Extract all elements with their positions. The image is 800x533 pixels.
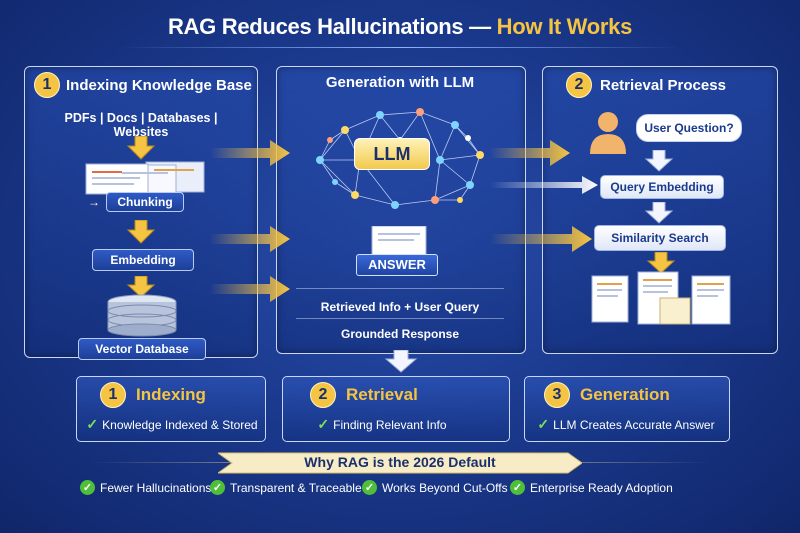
generation-heading-with: with LLM bbox=[409, 74, 475, 91]
title-main: RAG Reduces Hallucinations — bbox=[167, 14, 497, 39]
check-icon: ✓ bbox=[317, 416, 330, 432]
down-arrow-icon bbox=[644, 150, 674, 172]
step-card-retrieval-header: 2 Retrieval bbox=[310, 382, 418, 408]
down-arrow-icon bbox=[126, 276, 156, 298]
database-icon bbox=[107, 294, 177, 337]
check-icon: ✓ bbox=[537, 416, 550, 432]
step-desc: ✓Knowledge Indexed & Stored bbox=[82, 416, 262, 433]
step-card-indexing-header: 1 Indexing bbox=[100, 382, 206, 408]
generation-heading-main: Generation bbox=[325, 74, 410, 91]
step-desc: ✓LLM Creates Accurate Answer bbox=[524, 416, 728, 433]
benefit-label: Fewer Hallucinations bbox=[100, 480, 212, 495]
step-title: Retrieval bbox=[346, 385, 418, 404]
chunking-label: Chunking bbox=[106, 192, 184, 212]
chunking-arrow-icon: → bbox=[88, 195, 100, 209]
down-arrow-icon bbox=[646, 252, 676, 274]
retrieved-documents-icon bbox=[591, 271, 731, 325]
step-title: Indexing bbox=[136, 385, 206, 404]
indexing-heading: Indexing Knowledge Base bbox=[66, 76, 252, 94]
indexing-header: 1 Indexing Knowledge Base bbox=[34, 72, 252, 98]
vector-database-label: Vector Database bbox=[78, 338, 206, 360]
generation-heading: Generation with LLM bbox=[276, 74, 524, 91]
retrieval-header: 2 Retrieval Process bbox=[566, 72, 726, 98]
embedding-label: Embedding bbox=[92, 249, 194, 271]
title-divider bbox=[120, 47, 680, 48]
check-icon: ✓ bbox=[80, 480, 95, 495]
check-icon: ✓ bbox=[210, 480, 225, 495]
why-rag-banner: Why RAG is the 2026 Default bbox=[304, 454, 496, 470]
step-number-badge: 2 bbox=[310, 382, 336, 408]
user-icon bbox=[590, 112, 626, 154]
benefit-item: ✓ Works Beyond Cut-Offs bbox=[362, 480, 508, 495]
step-number-badge: 3 bbox=[544, 382, 570, 408]
generation-panel bbox=[276, 66, 526, 354]
right-arrow-icon bbox=[490, 226, 592, 252]
indexing-number-badge: 1 bbox=[34, 72, 60, 98]
documents-icon bbox=[85, 161, 205, 196]
benefit-item: ✓ Fewer Hallucinations bbox=[80, 480, 211, 495]
benefit-label: Transparent & Traceable bbox=[230, 480, 362, 495]
llm-badge: LLM bbox=[354, 138, 430, 170]
retrieved-info-text: Retrieved Info + User Query bbox=[320, 300, 480, 314]
step-desc-text: LLM Creates Accurate Answer bbox=[553, 418, 715, 432]
banner-ribbon-icon bbox=[218, 452, 582, 474]
step-card-generation-header: 3 Generation bbox=[544, 382, 670, 408]
check-icon: ✓ bbox=[86, 416, 99, 432]
answer-badge: ANSWER bbox=[356, 254, 438, 276]
down-arrow-icon bbox=[126, 220, 156, 244]
step-desc: ✓Finding Relevant Info bbox=[282, 416, 482, 433]
title-accent: How It Works bbox=[496, 14, 633, 39]
similarity-search-pill: Similarity Search bbox=[594, 225, 726, 251]
down-arrow-icon bbox=[126, 136, 156, 160]
check-icon: ✓ bbox=[510, 480, 525, 495]
step-card-generation bbox=[524, 376, 730, 442]
divider bbox=[296, 288, 504, 289]
right-arrow-icon bbox=[210, 276, 290, 302]
benefit-item: ✓ Transparent & Traceable bbox=[210, 480, 362, 495]
right-arrow-icon bbox=[210, 226, 290, 252]
down-arrow-icon bbox=[644, 202, 674, 224]
right-arrow-icon bbox=[210, 140, 290, 166]
benefit-label: Works Beyond Cut-Offs bbox=[382, 480, 508, 495]
step-number-badge: 1 bbox=[100, 382, 126, 408]
grounded-response-text: Grounded Response bbox=[340, 327, 459, 341]
retrieval-number-badge: 2 bbox=[566, 72, 592, 98]
indexing-sources: PDFs | Docs | Databases | Websites bbox=[64, 111, 218, 139]
benefit-item: ✓ Enterprise Ready Adoption bbox=[510, 480, 673, 495]
step-title: Generation bbox=[580, 385, 670, 404]
user-question-bubble: User Question? bbox=[636, 114, 742, 142]
right-arrow-icon bbox=[490, 140, 570, 166]
page-title: RAG Reduces Hallucinations — How It Work… bbox=[0, 14, 800, 40]
down-arrow-icon bbox=[384, 350, 418, 373]
query-embedding-pill: Query Embedding bbox=[600, 175, 724, 199]
benefit-label: Enterprise Ready Adoption bbox=[530, 480, 673, 495]
divider bbox=[296, 318, 504, 319]
retrieval-heading: Retrieval Process bbox=[600, 76, 726, 94]
step-desc-text: Knowledge Indexed & Stored bbox=[102, 418, 258, 432]
step-desc-text: Finding Relevant Info bbox=[333, 418, 447, 432]
right-arrow-icon bbox=[490, 176, 598, 194]
check-icon: ✓ bbox=[362, 480, 377, 495]
